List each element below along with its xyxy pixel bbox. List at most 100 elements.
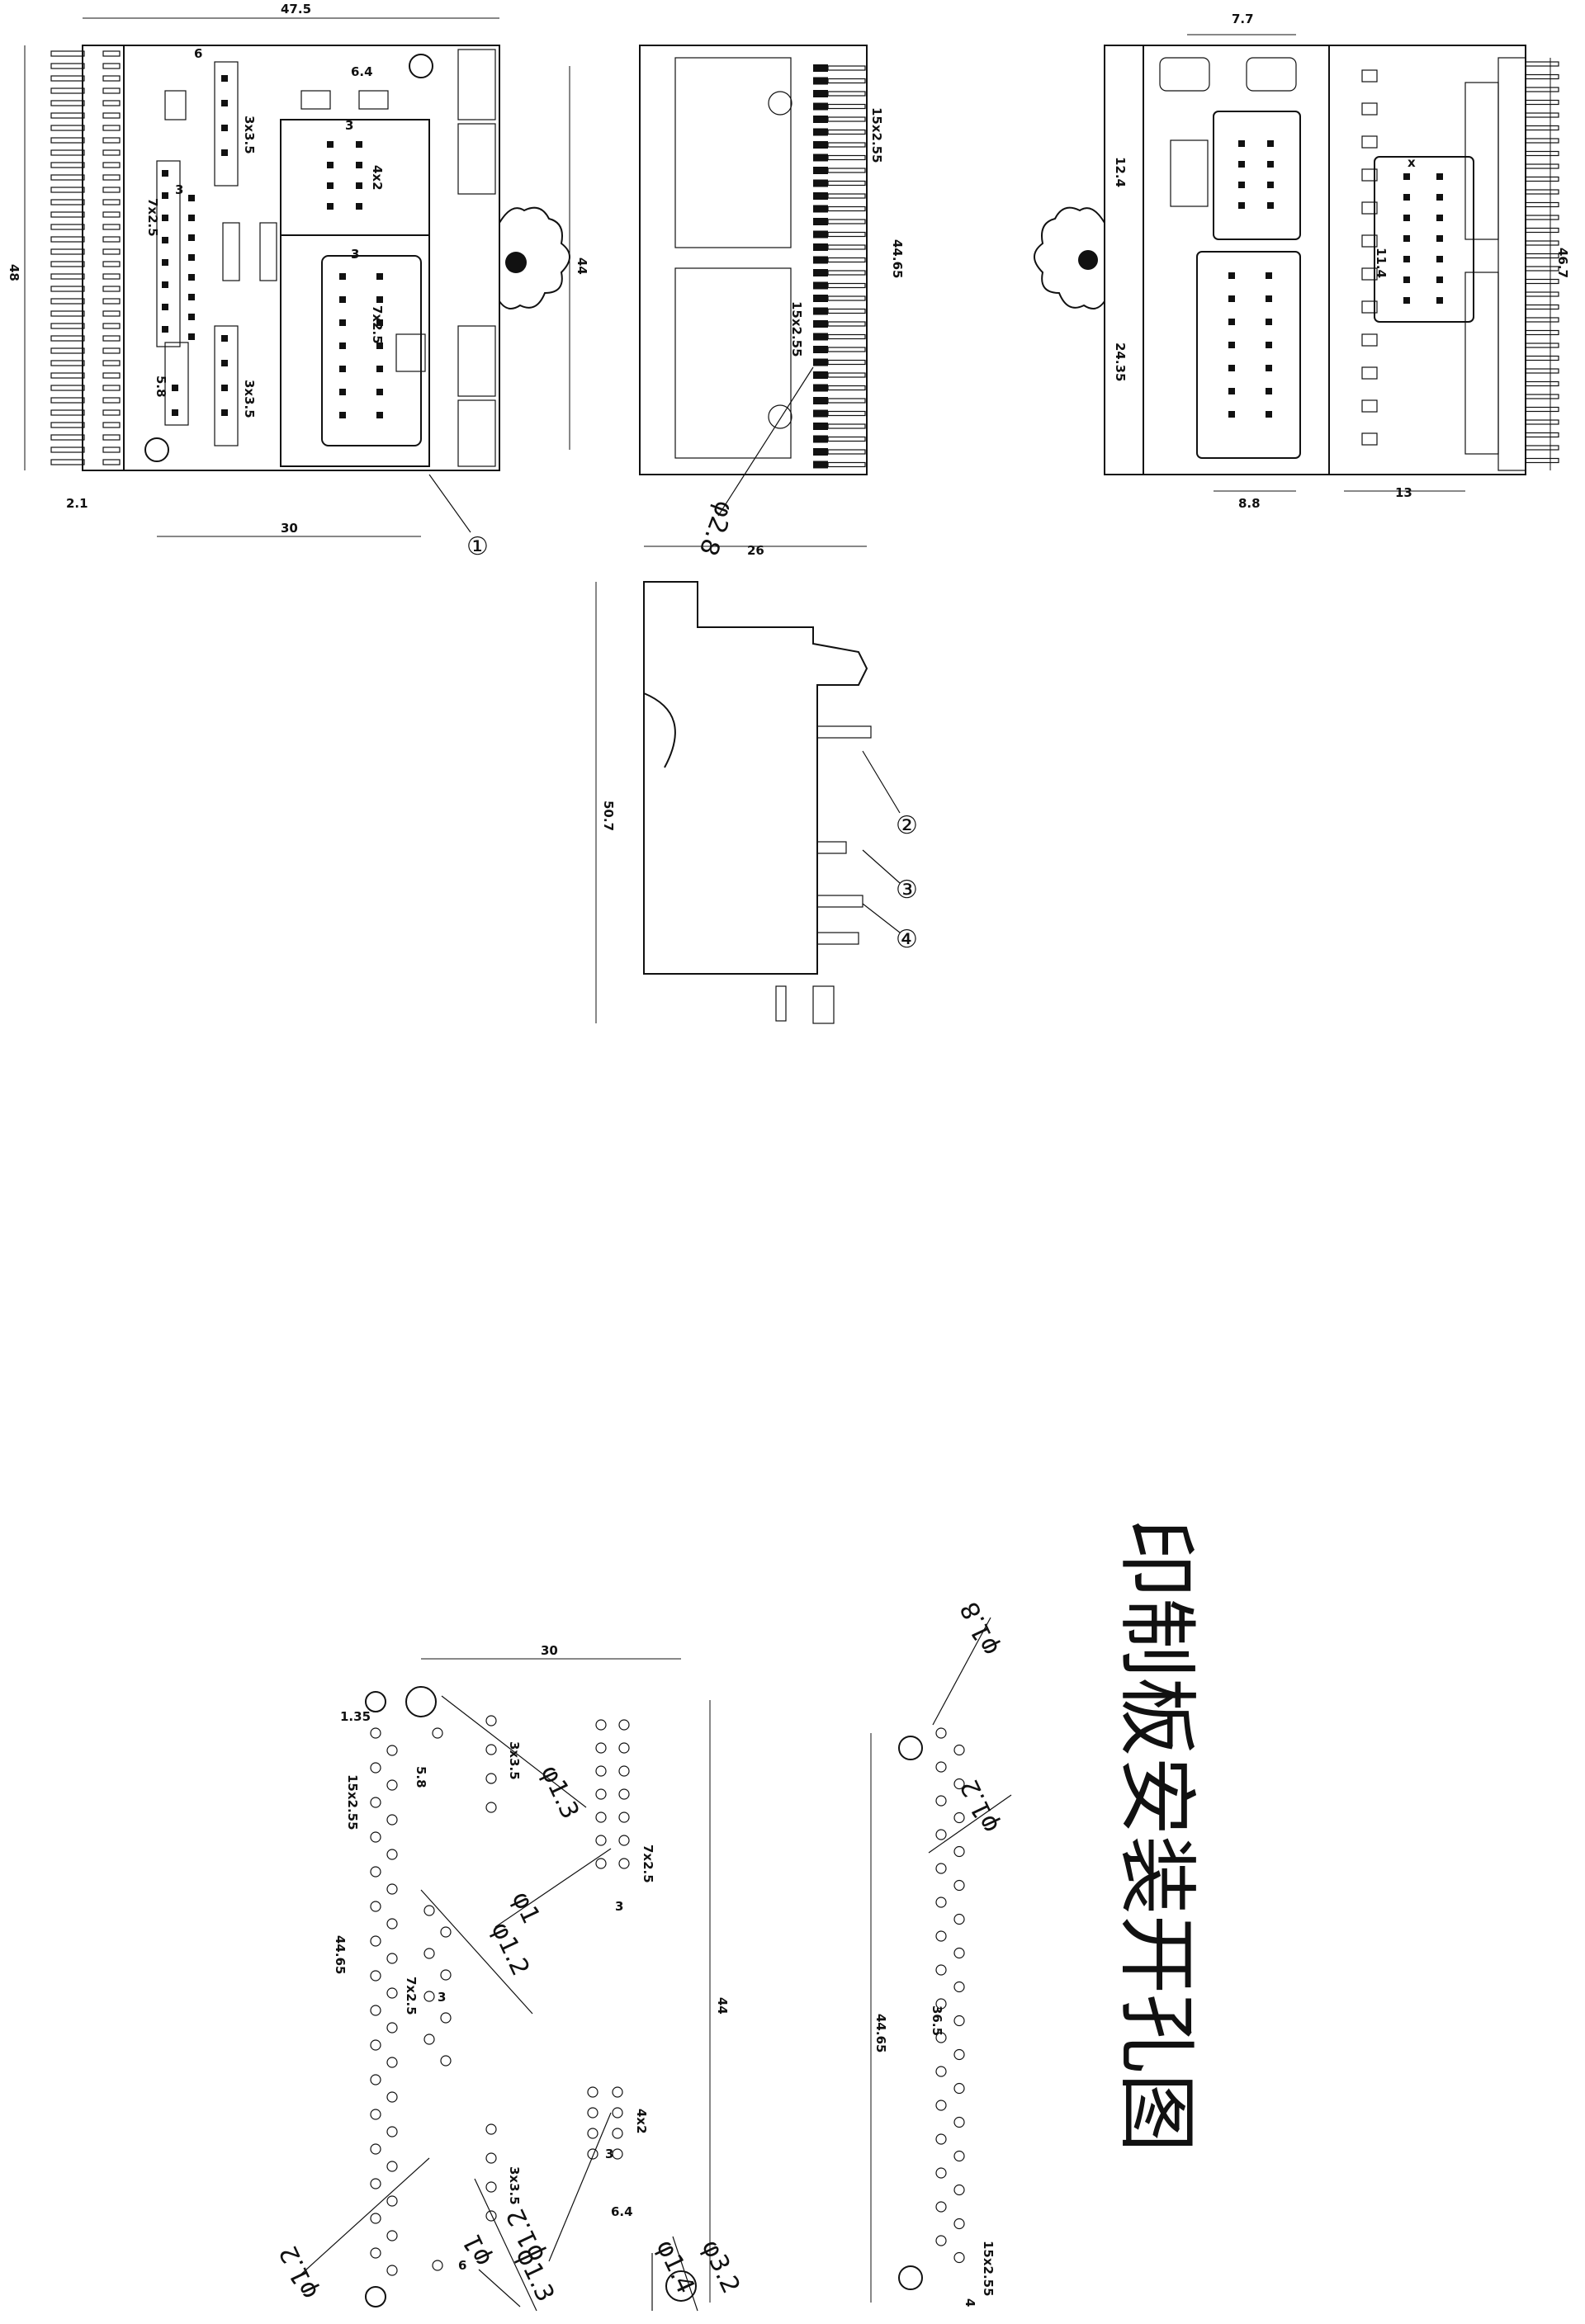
callout-leader: [862, 849, 901, 884]
pcb-leader: [420, 1889, 533, 2015]
pin-lead: [50, 87, 85, 94]
pin-pad: [221, 125, 228, 131]
pcb-pin-hole: [953, 2184, 965, 2196]
pin-view-pitch-bottom: 15x2.55: [789, 301, 804, 357]
pin-lead: [102, 286, 121, 292]
pcb-hole: [618, 1835, 630, 1846]
pin-lead: [827, 423, 866, 429]
rear-view-slot-b: [1464, 272, 1499, 455]
pcb-hole: [440, 1926, 452, 1938]
pin-lead: [102, 50, 121, 57]
pin-pad: [813, 128, 828, 136]
pin-lead: [50, 75, 85, 82]
pin-pad: [327, 182, 334, 189]
pin-lead: [827, 78, 866, 84]
pin-pad: [1238, 140, 1245, 147]
pcb-pin-hole: [935, 1829, 947, 1840]
pcb-pin-hole: [953, 2015, 965, 2027]
pcb-hole: [370, 2074, 381, 2085]
pcb-dim-30: 30: [541, 1643, 558, 1658]
pin-pad: [339, 319, 346, 326]
pin-pad: [1436, 194, 1443, 201]
pin-view-outline: [639, 45, 868, 475]
pin-pad: [376, 273, 383, 280]
top-view-4x2-connector: [280, 119, 430, 236]
top-view-right-relay-b: [457, 123, 496, 195]
pcb-hole: [612, 2086, 623, 2098]
pcb-hole: [370, 1727, 381, 1739]
pin-lead: [1525, 266, 1559, 272]
pin-lead: [102, 335, 121, 342]
pin-view-window-a: [674, 57, 792, 248]
side-view-bulge: [643, 692, 676, 768]
pin-pad: [188, 274, 195, 281]
pcb-pin-hole: [935, 2066, 947, 2077]
pcb-hole: [370, 2039, 381, 2051]
top-view-right-relay-c: [457, 325, 496, 397]
pin-lead: [50, 360, 85, 366]
pin-lead: [50, 397, 85, 404]
pin-lead: [50, 385, 85, 391]
pin-pad: [1403, 194, 1410, 201]
pcb-hole: [587, 2086, 599, 2098]
pcb-holes: [370, 1715, 630, 2276]
pin-pad: [1266, 388, 1272, 394]
pin-pad: [1267, 161, 1274, 168]
pin-pad: [221, 335, 228, 342]
pin-lead: [1525, 201, 1559, 208]
pcb-hole: [386, 2161, 398, 2172]
side-view-foot-a: [775, 985, 787, 1022]
pin-pad: [1238, 161, 1245, 168]
pin-pad: [813, 269, 828, 276]
pin-lead: [1525, 432, 1559, 438]
pin-lead: [50, 50, 85, 57]
pin-pad: [339, 389, 346, 395]
pin-pad: [172, 409, 178, 416]
pin-pad: [1403, 235, 1410, 242]
pin-lead: [50, 137, 85, 144]
pin-pad: [1361, 201, 1378, 215]
top-view-right-relay-d: [457, 399, 496, 467]
pcb-pin-hole: [935, 1897, 947, 1908]
pin-lead: [102, 224, 121, 230]
pcb-corner-hole-b: [365, 2286, 386, 2307]
pcb-pin-layout: φ1.8 φ1.2 44.65 36.5 15x2.55 4: [870, 1597, 1012, 2307]
pin-pad: [327, 203, 334, 210]
top-view-square-pad: [164, 90, 187, 120]
pin-lead: [102, 298, 121, 305]
pin-lead: [827, 270, 866, 276]
pin-lead: [1525, 317, 1559, 323]
pcb-hole: [618, 1858, 630, 1869]
pin-pad: [1266, 295, 1272, 302]
drawing-title: 印制板安装开孔图: [1110, 1519, 1203, 2152]
pin-lead: [50, 298, 85, 305]
pin-pad: [1403, 297, 1410, 304]
pcb-hole: [485, 1802, 497, 1813]
pin-pad: [813, 461, 828, 469]
pcb-hole: [423, 1991, 435, 2002]
pin-pad: [172, 385, 178, 391]
pin-lead: [50, 125, 85, 131]
top-view-7x2-connector: [280, 234, 430, 467]
pcb-pin-d1-8: φ1.8: [955, 1597, 1005, 1660]
pin-pad: [813, 218, 828, 225]
pin-pad: [162, 237, 168, 243]
pin-lead: [1525, 138, 1559, 144]
pin-pad: [813, 307, 828, 315]
pin-pad: [339, 273, 346, 280]
pin-lead: [1525, 215, 1559, 220]
pin-lead: [102, 273, 121, 280]
pin-pad: [813, 435, 828, 443]
pcb-hole: [595, 1835, 607, 1846]
pin-lead: [1525, 304, 1559, 310]
pin-pad: [221, 100, 228, 106]
dim-12-4-label: 12.4: [1113, 157, 1128, 187]
rear-view-right-connector: [1374, 156, 1474, 323]
pin-pad: [813, 409, 828, 418]
pin-lead: [102, 149, 121, 156]
pin-pad: [1266, 319, 1272, 325]
pcb-pin-span-36-5: 36.5: [930, 2005, 944, 2036]
pin-lead: [102, 310, 121, 317]
dim-5-8-label: 5.8: [154, 376, 168, 398]
pin-pad: [1361, 432, 1378, 446]
